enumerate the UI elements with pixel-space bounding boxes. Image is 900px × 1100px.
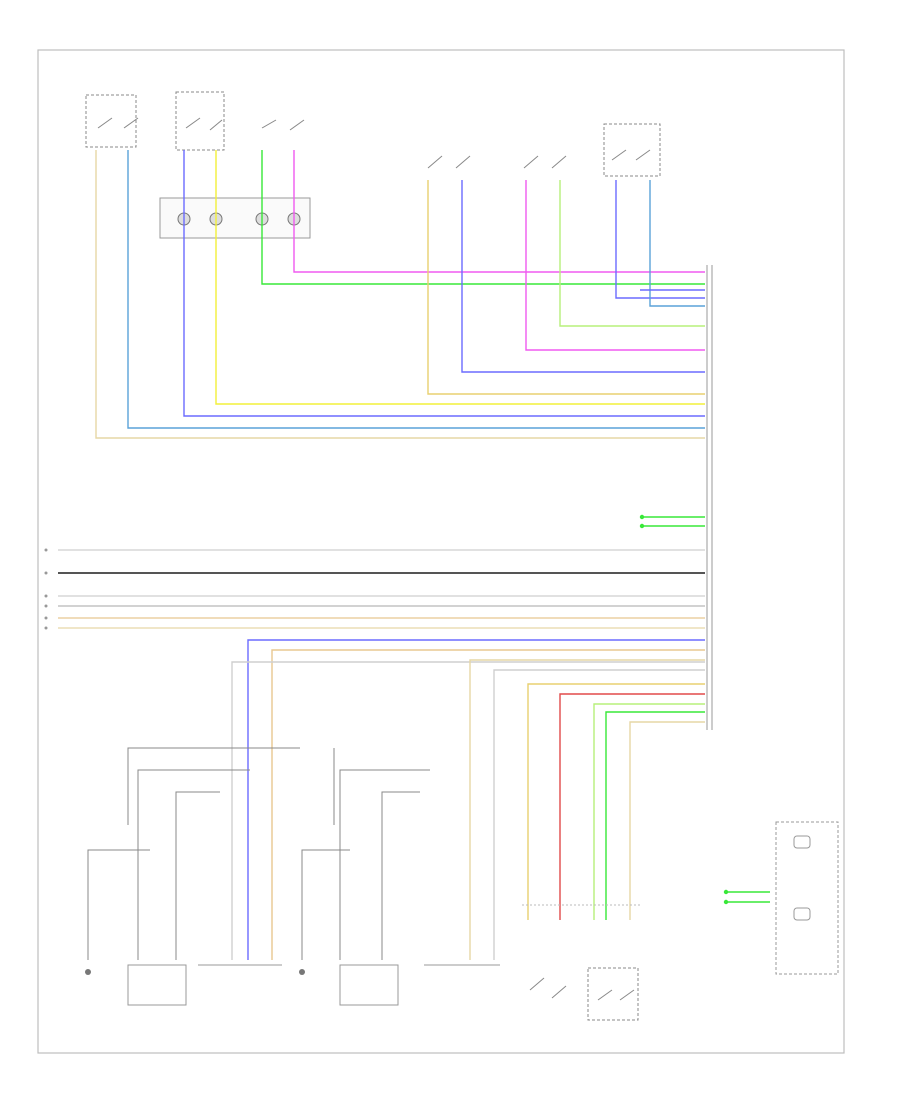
center-switch-2 (523, 155, 567, 169)
bottom-switch-2 (587, 967, 639, 1021)
green-stub (639, 514, 705, 529)
indicator-box (775, 821, 839, 975)
center-switch-1 (427, 155, 471, 169)
middle-bus (58, 549, 705, 629)
switch-pair-3 (261, 119, 305, 131)
top-wires (95, 150, 705, 439)
lower-wires (231, 639, 705, 960)
lower-left-harness (87, 747, 335, 960)
top-left-switch (85, 94, 139, 148)
lower-center-harness (301, 769, 430, 960)
bottom-switch-1 (529, 977, 567, 999)
main-module-connector (706, 265, 713, 730)
connector-block (159, 197, 311, 239)
ground-center (299, 969, 305, 975)
green-stub-lower (723, 889, 770, 905)
diagram-border (37, 49, 845, 1054)
ground-left (85, 969, 91, 975)
switch-pair-2 (175, 91, 225, 151)
left-stubs (44, 548, 48, 630)
right-switch (603, 123, 661, 177)
sensor-box-1 (127, 964, 187, 1006)
sensor-box-3 (339, 964, 399, 1006)
